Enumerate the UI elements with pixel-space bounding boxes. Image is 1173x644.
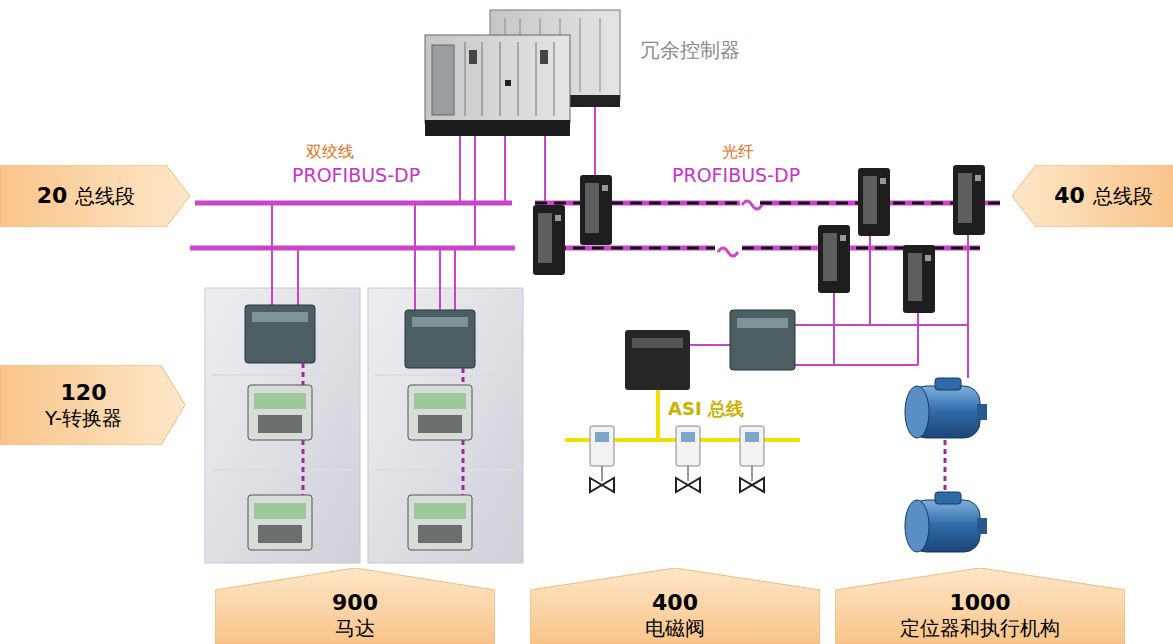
callout-text: 20 总线段 — [10, 165, 162, 227]
profibus-line — [190, 203, 515, 248]
bus-name: ASI 总线 — [668, 398, 744, 420]
y-converter — [245, 305, 475, 368]
callout-arrow: 40 总线段 — [1012, 165, 1173, 227]
bus-wire — [272, 203, 455, 310]
callout-arrow: 900马达 — [215, 568, 495, 644]
callout-arrow: 400电磁阀 — [530, 568, 820, 644]
asi-master — [625, 310, 795, 390]
controller-rack — [425, 10, 620, 136]
cable-type: 双绞线 — [306, 142, 354, 161]
callout-outline — [530, 568, 820, 644]
bus-name: PROFIBUS-DP — [292, 164, 420, 187]
actuator — [905, 378, 987, 552]
callout-outline — [835, 568, 1125, 644]
field-wire — [690, 235, 968, 378]
cable-type: 光纤 — [722, 142, 754, 161]
callout-label: 总线段 — [1093, 185, 1153, 207]
callout-label: 电磁阀 — [645, 617, 705, 639]
motor-starter — [248, 363, 472, 550]
bus-name: PROFIBUS-DP — [672, 164, 800, 187]
callout-text: 120Y-转换器 — [10, 365, 157, 445]
callout-number: 1000 — [949, 591, 1010, 615]
callout-text: 1000定位器和执行机构 — [843, 586, 1117, 644]
callout-number: 40 — [1054, 184, 1085, 208]
callout-label: 马达 — [335, 617, 375, 639]
callout-outline — [1012, 165, 1173, 227]
callout-arrow: 120Y-转换器 — [0, 365, 185, 445]
callout-label: 总线段 — [75, 185, 135, 207]
motor-cabinet — [205, 288, 523, 563]
callout-outline — [0, 365, 185, 445]
callout-text: 400电磁阀 — [538, 586, 812, 644]
callout-arrow: 1000定位器和执行机构 — [835, 568, 1125, 644]
callout-number: 900 — [332, 591, 378, 615]
callout-label: 定位器和执行机构 — [900, 617, 1060, 639]
solenoid-valve — [590, 426, 764, 492]
callout-number: 20 — [37, 184, 68, 208]
controller-label: 冗余控制器 — [640, 38, 740, 62]
callout-number: 400 — [652, 591, 698, 615]
callout-text: 900马达 — [223, 586, 487, 644]
callout-text: 40 总线段 — [1040, 165, 1167, 227]
callout-outline — [0, 165, 190, 227]
callout-number: 120 — [61, 381, 107, 405]
callout-arrow: 20 总线段 — [0, 165, 190, 227]
callout-outline — [215, 568, 495, 644]
callout-label: Y-转换器 — [45, 407, 122, 429]
fiber-converter — [533, 165, 985, 313]
bus-wire — [460, 107, 595, 248]
